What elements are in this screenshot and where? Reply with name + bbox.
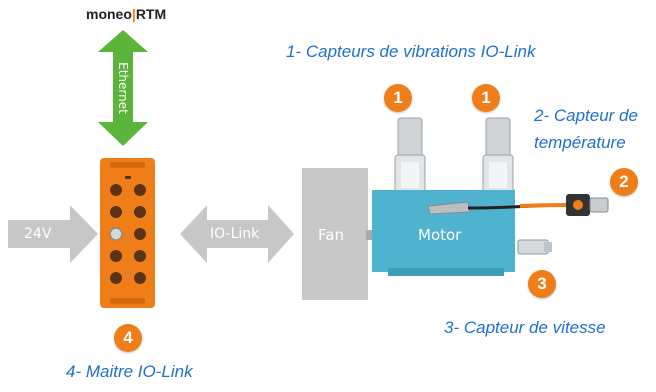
- iolink-master-module: [100, 158, 155, 308]
- vibration-sensor-1: [394, 117, 426, 196]
- badge-vibration-1: 1: [384, 84, 412, 112]
- iolink-arrow: [180, 205, 294, 263]
- ethernet-label: Ethernet: [116, 62, 130, 114]
- motor-label: Motor: [418, 226, 462, 244]
- badge-master: 4: [114, 324, 142, 352]
- badge-speed: 3: [528, 270, 556, 298]
- motor-body: [372, 190, 515, 272]
- temperature-sensor: [427, 194, 609, 216]
- speed-sensor: [517, 239, 552, 255]
- vibration-sensors-label: 1- Capteurs de vibrations IO-Link: [286, 42, 536, 61]
- badge-vibration-2: 1: [472, 84, 500, 112]
- power-label: 24V: [24, 226, 52, 242]
- fan-block: [302, 168, 368, 300]
- moneo-rtm-logo: moneo|RTM: [86, 6, 166, 22]
- vibration-sensor-2: [482, 117, 514, 196]
- iolink-arrow-label: IO-Link: [210, 226, 260, 242]
- logo-divider: |: [131, 6, 136, 22]
- temperature-sensor-label-line1: 2- Capteur de: [534, 106, 638, 125]
- logo-text-moneo: moneo: [86, 6, 132, 22]
- temperature-sensor-label-line2: température: [534, 133, 626, 152]
- logo-text-rtm: RTM: [135, 6, 167, 22]
- power-arrow: [8, 205, 98, 263]
- ethernet-arrow: [98, 30, 148, 146]
- fan-label: Fan: [318, 226, 344, 244]
- badge-temperature: 2: [610, 168, 638, 196]
- fan-shaft: [366, 230, 376, 240]
- speed-sensor-label: 3- Capteur de vitesse: [444, 318, 606, 337]
- iolink-master-label: 4- Maitre IO-Link: [66, 362, 193, 381]
